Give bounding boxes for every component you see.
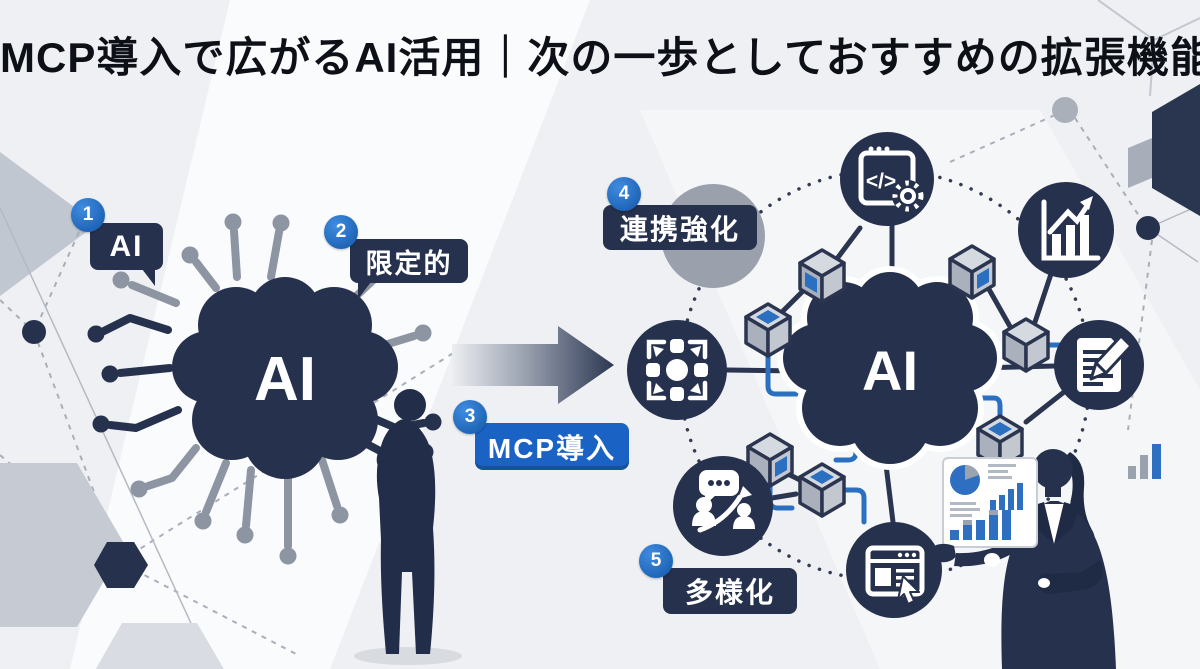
chart-growth-icon bbox=[1018, 182, 1114, 278]
step-badge-4: 4 bbox=[607, 177, 641, 211]
node-dot bbox=[1052, 97, 1078, 123]
page-title: MCP導入で広がるAI活用｜次の一歩としておすすめの拡張機能 bbox=[0, 34, 1200, 81]
hexagon-decor bbox=[0, 463, 125, 627]
bubble-tail bbox=[358, 282, 371, 299]
decor-left bbox=[0, 152, 456, 669]
woman-hand bbox=[928, 543, 1000, 567]
before-ai-brain: AI bbox=[172, 277, 398, 479]
step-badge-2: 2 bbox=[324, 215, 358, 249]
code-window-icon: </> bbox=[840, 132, 934, 226]
people-growth-icon bbox=[673, 456, 773, 556]
bar-chart-icon bbox=[1128, 444, 1161, 479]
document-edit-icon bbox=[1054, 320, 1144, 410]
cube-icons bbox=[744, 244, 1050, 518]
label-ai-text: AI bbox=[109, 229, 144, 263]
label-limited-text: 限定的 bbox=[365, 248, 453, 279]
step-badge-1: 1 bbox=[71, 198, 105, 232]
dashboard-icon bbox=[942, 457, 1038, 548]
cube-icon bbox=[948, 244, 996, 300]
label-ai-bubble: AI bbox=[90, 223, 163, 286]
after-ai-brain: AI bbox=[777, 266, 1003, 470]
label-mcp-adoption: MCP導入 bbox=[475, 423, 629, 470]
thinking-man-silhouette bbox=[354, 389, 462, 665]
code-glyph: </> bbox=[866, 170, 896, 193]
navy-hexagon-decor bbox=[1152, 84, 1200, 216]
expand-icon bbox=[627, 320, 727, 420]
step-badge-3: 3 bbox=[453, 400, 487, 434]
step-badge-5: 5 bbox=[639, 544, 673, 578]
label-limited: 限定的 bbox=[350, 239, 468, 299]
hexagon-decor-small bbox=[94, 542, 148, 588]
hexagon-decor-bottom bbox=[95, 623, 224, 669]
before-brain-label: AI bbox=[254, 345, 316, 414]
browser-click-icon bbox=[846, 522, 942, 618]
cube-icon bbox=[1002, 317, 1050, 373]
node-dot bbox=[22, 320, 46, 344]
after-network: AI bbox=[627, 132, 1144, 618]
label-collaboration: 連携強化 bbox=[603, 205, 757, 250]
cube-icon bbox=[744, 302, 792, 358]
decor-right bbox=[949, 0, 1200, 431]
cube-icon bbox=[798, 248, 846, 304]
label-diversification-text: 多様化 bbox=[684, 577, 775, 608]
bubble-tail bbox=[142, 269, 155, 286]
after-brain-label: AI bbox=[862, 339, 918, 402]
transition-arrow bbox=[452, 326, 614, 404]
node-dot bbox=[1136, 216, 1160, 240]
label-mcp-text: MCP導入 bbox=[487, 432, 617, 464]
cube-icon bbox=[798, 462, 846, 518]
label-diversification: 多様化 bbox=[663, 568, 797, 614]
label-collaboration-text: 連携強化 bbox=[619, 213, 740, 245]
